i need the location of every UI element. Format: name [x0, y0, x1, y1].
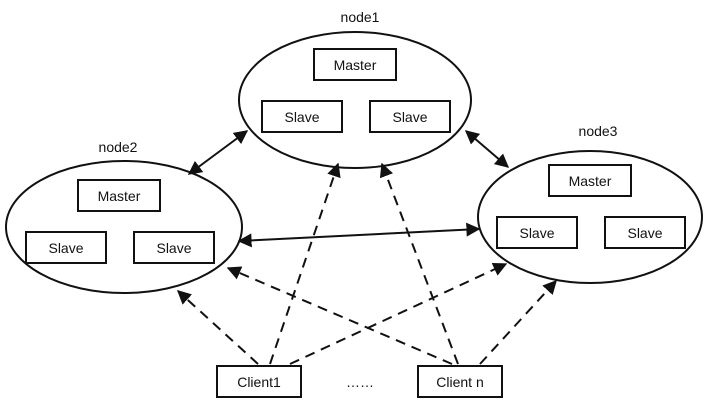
link-node2-node1	[187, 130, 249, 175]
clientn-box: Client n	[417, 365, 503, 398]
client1-to-node2-arrow	[176, 290, 259, 365]
link-node1-node3	[464, 130, 510, 168]
node1-slave-label-2: Slave	[392, 109, 427, 125]
node1-ellipse	[238, 31, 472, 169]
node2-slave-label-2: Slave	[156, 240, 191, 256]
node3-master-box: Master	[548, 164, 632, 197]
node1-slave-box-1: Slave	[261, 100, 343, 133]
client1-to-node3-arrow	[289, 262, 508, 365]
node2-master-box: Master	[77, 179, 161, 212]
node1-slave-label-1: Slave	[284, 109, 319, 125]
client1-label: Client1	[237, 374, 281, 390]
node3-slave-label-1: Slave	[519, 225, 554, 241]
node1-title: node1	[341, 9, 380, 25]
node1-slave-box-2: Slave	[369, 100, 451, 133]
node2-slave-box-2: Slave	[133, 231, 215, 264]
node3-slave-box-1: Slave	[496, 216, 578, 249]
clientn-to-node1-arrow	[379, 162, 459, 365]
node2-slave-label-1: Slave	[48, 240, 83, 256]
client1-to-node1-arrow	[269, 162, 341, 365]
clientn-label: Client n	[436, 374, 483, 390]
clients-ellipsis: ……	[346, 374, 374, 390]
node3-ellipse	[477, 150, 703, 284]
node2-slave-box-1: Slave	[25, 231, 107, 264]
node2-title: node2	[99, 139, 138, 155]
node2-master-label: Master	[98, 188, 141, 204]
clientn-to-node2-arrow	[226, 266, 453, 365]
node3-slave-label-2: Slave	[627, 225, 662, 241]
node1-master-label: Master	[334, 57, 377, 73]
node1-master-box: Master	[313, 48, 397, 81]
node3-title: node3	[579, 123, 618, 139]
client1-box: Client1	[216, 365, 302, 398]
node3-slave-box-2: Slave	[604, 216, 686, 249]
link-node2-node3	[237, 222, 481, 248]
clientn-to-node3-arrow	[479, 279, 557, 365]
node3-master-label: Master	[569, 173, 612, 189]
